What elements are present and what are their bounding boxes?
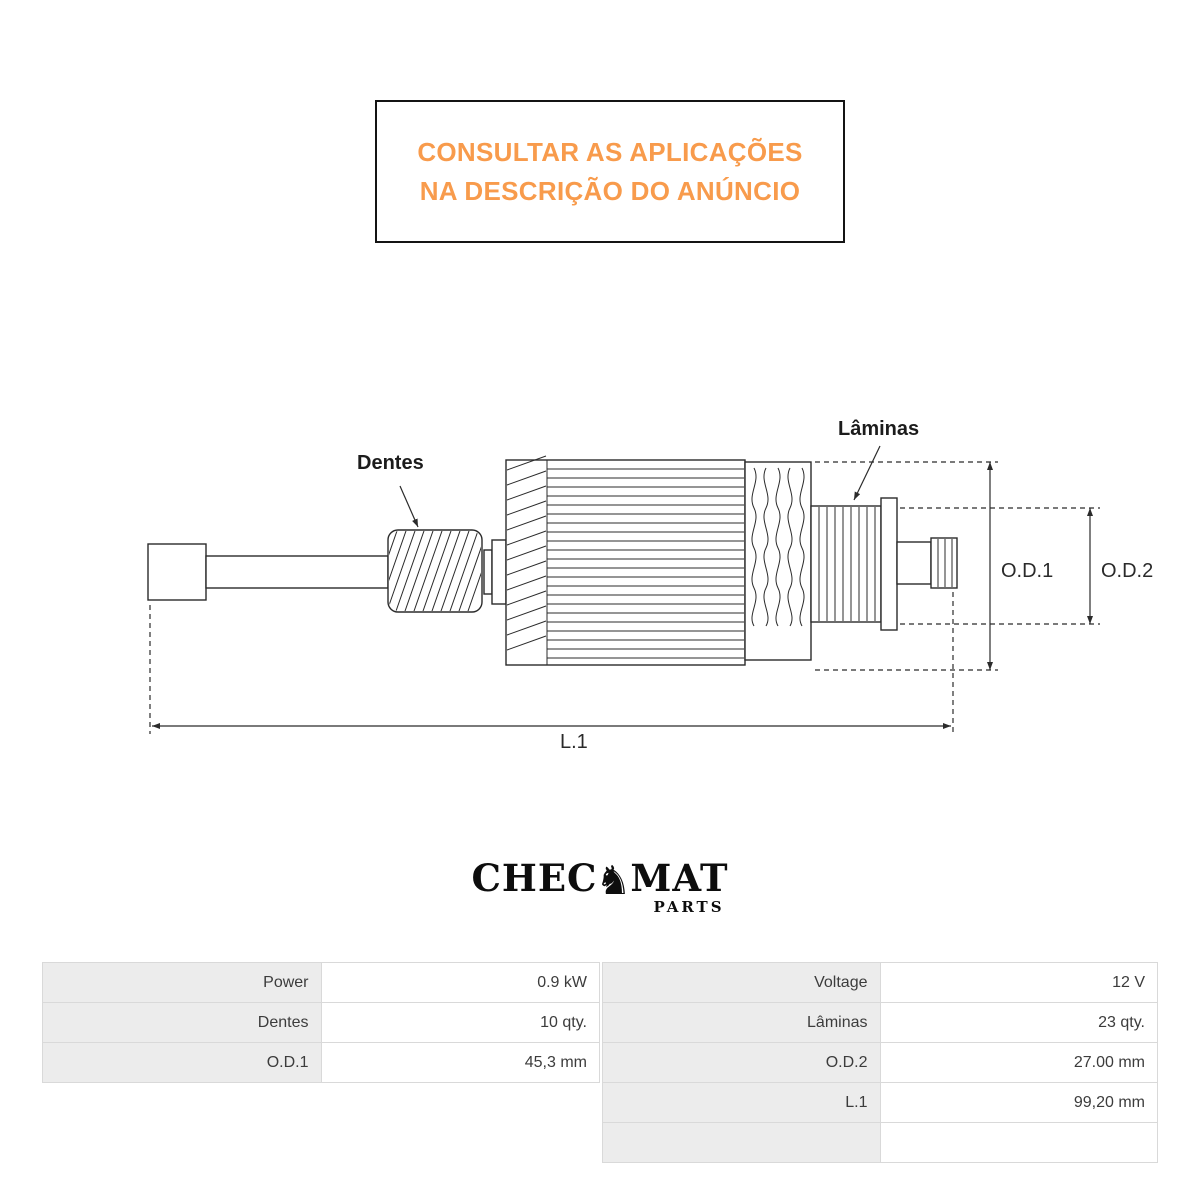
collars [483,539,507,605]
brand-wordmark: CHEC♞MAT [471,858,728,904]
spec-value: 99,20 mm [879,1082,1158,1123]
spec-value: 10 qty. [320,1002,600,1043]
table-row: Dentes 10 qty. [42,1002,600,1043]
brand-logo: CHEC♞MAT PARTS [0,860,1200,917]
brand-text-right: MAT [630,856,729,900]
applications-banner: CONSULTAR AS APLICAÇÕES NA DESCRIÇÃO DO … [375,100,845,243]
spec-value: 23 qty. [879,1002,1158,1043]
spec-value [879,1122,1158,1163]
dentes-label: Dentes [357,452,424,474]
table-row [602,1122,1158,1163]
table-row: L.1 99,20 mm [602,1082,1158,1123]
laminas-arrow [853,445,881,501]
spec-label: Dentes [42,1002,322,1043]
laminated-core [505,455,746,666]
table-row: Voltage 12 V [602,962,1158,1003]
banner-line-2: NA DESCRIÇÃO DO ANÚNCIO [419,175,801,206]
spec-value: 27.00 mm [879,1042,1158,1083]
spec-label: O.D.2 [602,1042,881,1083]
spec-label: L.1 [602,1082,881,1123]
spec-value: 12 V [879,962,1158,1003]
spec-label: Power [42,962,322,1003]
dimension-lines [149,445,1100,734]
brand-subtext: PARTS [653,898,725,916]
spec-table-left: Power 0.9 kW Dentes 10 qty. O.D.1 45,3 m… [42,962,600,1083]
knight-chess-icon: ♞ [595,858,633,904]
table-row: Power 0.9 kW [42,962,600,1003]
spec-label: Lâminas [602,1002,881,1043]
spec-label: Voltage [602,962,881,1003]
spec-value: 0.9 kW [320,962,600,1003]
table-row: O.D.1 45,3 mm [42,1042,600,1083]
rear-section [810,497,958,631]
pinion-gear [387,529,483,613]
spec-label: O.D.1 [42,1042,322,1083]
armature-part [147,455,958,666]
table-row: Lâminas 23 qty. [602,1002,1158,1043]
spec-table-right: Voltage 12 V Lâminas 23 qty. O.D.2 27.00… [602,962,1158,1163]
armature-technical-drawing [147,445,1100,734]
banner-line-1: CONSULTAR AS APLICAÇÕES [417,136,803,167]
table-row: O.D.2 27.00 mm [602,1042,1158,1083]
od2-label: O.D.2 [1101,560,1154,582]
l1-label: L.1 [560,731,588,753]
front-shaft [147,543,389,601]
spec-label [602,1122,881,1163]
spec-tables: Power 0.9 kW Dentes 10 qty. O.D.1 45,3 m… [42,962,1158,1163]
brand-text-left: CHEC [471,856,598,900]
dentes-arrow [399,485,419,528]
spec-value: 45,3 mm [320,1042,600,1083]
laminas-label: Lâminas [838,418,920,440]
commutator [744,461,812,661]
od1-label: O.D.1 [1001,560,1054,582]
